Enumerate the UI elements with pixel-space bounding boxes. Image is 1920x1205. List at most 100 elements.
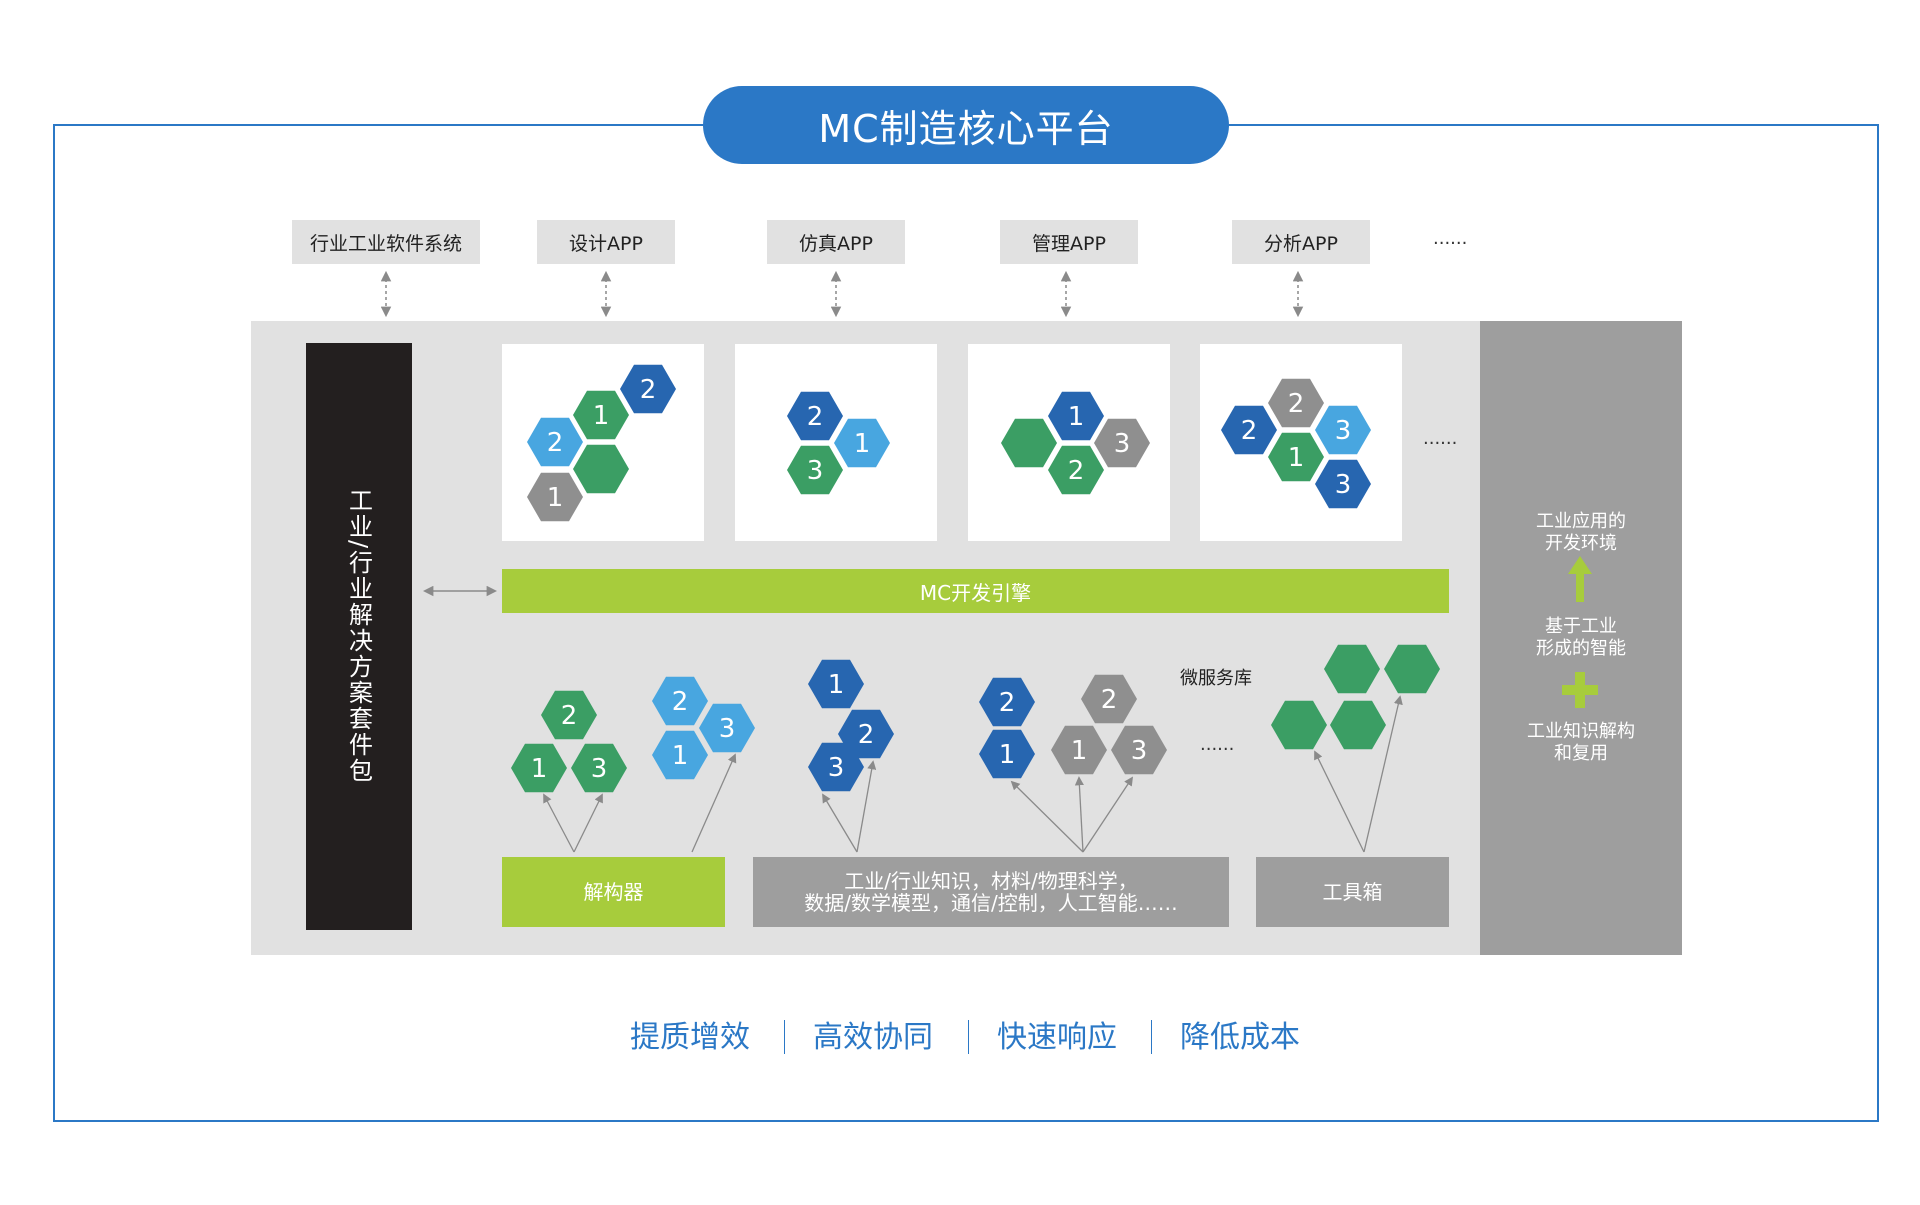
apps-more: ...... (1433, 228, 1468, 249)
up-arrow-icon-shaft (1576, 572, 1584, 602)
micro-1-hexagon-label: 3 (591, 754, 608, 784)
dev-env-line-1: 工业应用的 (1536, 511, 1626, 532)
knowledge-arrow (1010, 780, 1084, 853)
card-1-hexagon-label: 1 (547, 483, 564, 513)
micro-5-hexagon (1051, 725, 1107, 775)
micro-1-hexagon (511, 743, 567, 793)
card-4-hexagon-label: 3 (1335, 470, 1352, 500)
footer-divider (1151, 1020, 1152, 1054)
knowledge-arrow (1082, 776, 1134, 853)
micro-1-hexagon (541, 690, 597, 740)
micro-1-hexagon (571, 743, 627, 793)
micro-4-hexagon (979, 729, 1035, 779)
micro-6-hexagon (1330, 700, 1386, 750)
knowledge-arrow (1074, 776, 1084, 853)
micro-1-hexagon-label: 2 (561, 701, 578, 731)
micro-5-hexagon (1081, 674, 1137, 724)
page-title: MC制造核心平台 (703, 86, 1229, 164)
card-4-hexagon (1315, 459, 1371, 509)
card-2-hexagon (787, 391, 843, 441)
micro-3-hexagon (808, 742, 864, 792)
card-3-hexagon-label: 2 (1068, 456, 1085, 486)
footer-divider (784, 1020, 785, 1054)
micro-3-hexagon-label: 1 (828, 670, 845, 700)
toolbox-box: 工具箱 (1256, 857, 1449, 927)
toolbox-arrow (1314, 750, 1365, 853)
engine-bar: MC开发引擎 (502, 569, 1449, 613)
dev-env-line-2: 开发环境 (1545, 533, 1617, 554)
micro-5-hexagon-label: 3 (1131, 736, 1148, 766)
card-1-hexagon (573, 444, 629, 494)
micro-2-hexagon (652, 730, 708, 780)
micro-4-hexagon-label: 1 (999, 740, 1016, 770)
micro-2-hexagon-label: 2 (672, 687, 689, 717)
cards-more: ...... (1423, 428, 1458, 449)
card-2-hexagon (787, 445, 843, 495)
app-design: 设计APP (537, 220, 675, 264)
card-1-hexagon (573, 390, 629, 440)
micro-1-hexagon-label: 1 (531, 754, 548, 784)
micro-4-hexagon-label: 2 (999, 688, 1016, 718)
micro-5-hexagon-label: 1 (1071, 736, 1088, 766)
deconstructor-box: 解构器 (502, 857, 725, 927)
app-management: 管理APP (1000, 220, 1138, 264)
micro-4-hexagon (979, 677, 1035, 727)
knowledge-reuse-line-1: 工业知识解构 (1527, 721, 1635, 742)
knowledge-reuse-text: 工业知识解构 和复用 (1480, 721, 1682, 765)
micro-5-hexagon-label: 2 (1101, 685, 1118, 715)
footer-item-cost: 降低成本 (1180, 1020, 1300, 1055)
micro-6-hexagon (1324, 644, 1380, 694)
card-4-hexagon (1268, 378, 1324, 428)
card-4-hexagon-label: 1 (1288, 443, 1305, 473)
knowledge-box: 工业/行业知识，材料/物理科学， 数据/数学模型，通信/控制，人工智能…… (753, 857, 1229, 927)
micro-3-hexagon-label: 3 (828, 753, 845, 783)
card-3-hexagon-label: 1 (1068, 402, 1085, 432)
micro-2-hexagon (652, 676, 708, 726)
toolbox-arrow (1363, 695, 1403, 853)
card-4-hexagon (1268, 432, 1324, 482)
card-4-hexagon-label: 2 (1288, 389, 1305, 419)
card-2-hexagon-label: 2 (807, 402, 824, 432)
app-simulation: 仿真APP (767, 220, 905, 264)
card-3-hexagon (1048, 445, 1104, 495)
card-1-hexagon (620, 364, 676, 414)
card-1-hexagon-label: 1 (593, 401, 610, 431)
card-3-hexagon-label: 3 (1114, 429, 1131, 459)
app-industry-software: 行业工业软件系统 (292, 220, 480, 264)
footer-item-collaboration: 高效协同 (813, 1020, 933, 1055)
card-2-hexagon (834, 418, 890, 468)
micro-6-hexagon (1384, 644, 1440, 694)
right-panel (1480, 321, 1682, 955)
plus-icon (1562, 685, 1598, 695)
solution-pack-label: 工业/行业解决方案套件包 (344, 488, 373, 785)
deconstructor-arrow (573, 793, 603, 853)
knowledge-line-2: 数据/数学模型，通信/控制，人工智能…… (804, 891, 1178, 915)
card-3-hexagon (1001, 418, 1057, 468)
knowledge-line-1: 工业/行业知识，材料/物理科学， (844, 869, 1138, 893)
card-1-hexagon (527, 472, 583, 522)
micro-3-hexagon (808, 659, 864, 709)
card-1-hexagon (527, 417, 583, 467)
solution-pack-bar (306, 343, 412, 930)
card-4-hexagon-label: 3 (1335, 416, 1352, 446)
micro-2-hexagon-label: 3 (719, 714, 736, 744)
card-2-hexagon-label: 3 (807, 456, 824, 486)
footer-divider (968, 1020, 969, 1054)
card-4-hexagon (1221, 405, 1277, 455)
microservice-label: 微服务库 (1180, 668, 1252, 689)
micro-3-hexagon (838, 709, 894, 759)
micro-3-hexagon-label: 2 (858, 720, 875, 750)
card-3-hexagon (1048, 391, 1104, 441)
card-2-hexagon-label: 1 (854, 429, 871, 459)
deconstructor-arrow (543, 793, 575, 853)
footer-item-quality: 提质增效 (630, 1020, 750, 1055)
card-1-hexagon-label: 2 (640, 375, 657, 405)
micro-6-hexagon (1271, 700, 1327, 750)
micro-2-hexagon-label: 1 (672, 741, 689, 771)
intelligence-line-2: 形成的智能 (1536, 638, 1626, 659)
knowledge-arrow (856, 760, 877, 853)
intelligence-line-1: 基于工业 (1545, 616, 1617, 637)
card-4-hexagon (1315, 405, 1371, 455)
up-arrow-icon (1568, 556, 1592, 574)
